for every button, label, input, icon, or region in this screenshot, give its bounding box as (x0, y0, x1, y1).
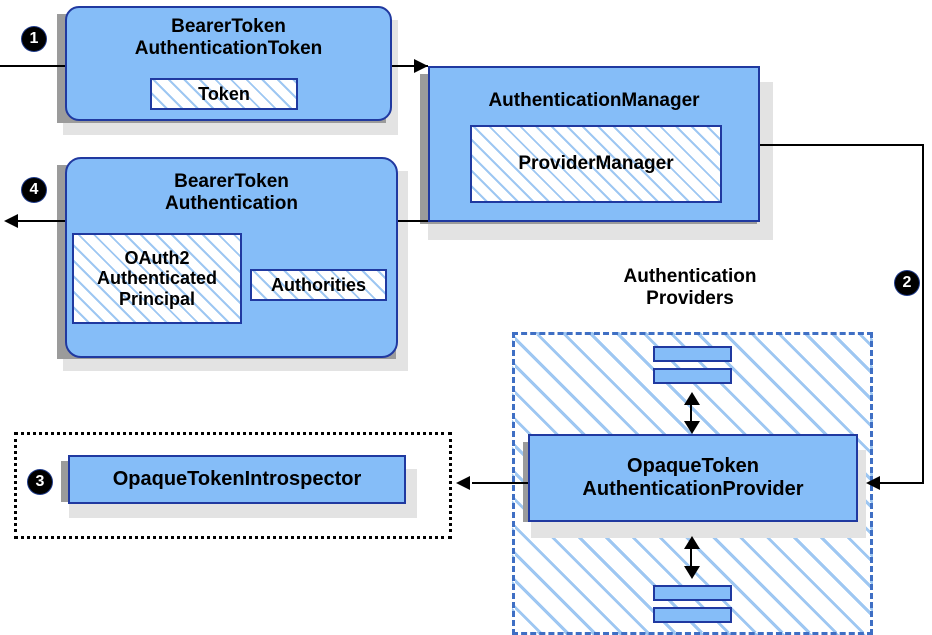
step-badge-4: 4 (22, 178, 46, 202)
opaque-token-introspector-box[interactable]: OpaqueTokenIntrospector (68, 455, 406, 504)
arrowhead-token-to-manager (414, 59, 428, 73)
bearer-token-authentication-token-title: BearerToken AuthenticationToken (134, 16, 323, 59)
step-badge-2: 2 (895, 271, 919, 295)
provider-manager-inner-box[interactable]: ProviderManager (470, 125, 722, 203)
connector-provider-to-introspector (472, 482, 530, 484)
opaque-token-authentication-provider-box[interactable]: OpaqueToken AuthenticationProvider (528, 434, 858, 522)
oauth2-authenticated-principal-label: OAuth2 Authenticated Principal (96, 247, 217, 309)
provider-slot-bar-top-1 (653, 346, 732, 362)
connector-manager-to-right (760, 144, 924, 146)
arrowhead-into-provider (866, 476, 880, 490)
provider-slot-bar-top-2 (653, 368, 732, 384)
authentication-providers-label: Authentication Providers (623, 266, 757, 309)
connector-manager-to-authentication (396, 220, 430, 222)
opaque-token-authentication-provider-title: OpaqueToken AuthenticationProvider (582, 455, 804, 500)
provider-link-arrow-bottom (684, 536, 700, 580)
provider-slot-bar-bottom-2 (653, 607, 732, 623)
provider-manager-label: ProviderManager (518, 153, 674, 175)
bearer-token-authentication-title: BearerToken Authentication (165, 171, 298, 214)
arrowhead-into-introspector (456, 476, 470, 490)
authorities-label: Authorities (270, 274, 366, 295)
connector-request-in (0, 65, 66, 67)
step-badge-1: 1 (22, 27, 46, 51)
provider-link-arrow-top (684, 392, 700, 434)
connector-authentication-out (18, 220, 66, 222)
connector-right-to-provider (880, 482, 924, 484)
authentication-manager-title: AuthenticationManager (488, 90, 700, 111)
token-inner-label: Token (198, 83, 250, 104)
arrowhead-authentication-out (4, 214, 18, 228)
token-inner-box[interactable]: Token (150, 78, 298, 110)
opaque-token-introspector-title: OpaqueTokenIntrospector (112, 468, 362, 491)
authorities-box[interactable]: Authorities (250, 269, 387, 301)
connector-right-vertical (922, 144, 924, 484)
introspector-group (14, 432, 452, 539)
step-badge-3: 3 (28, 470, 52, 494)
oauth2-authenticated-principal-box[interactable]: OAuth2 Authenticated Principal (72, 233, 242, 324)
connector-token-to-manager (392, 65, 428, 67)
provider-slot-bar-bottom-1 (653, 585, 732, 601)
